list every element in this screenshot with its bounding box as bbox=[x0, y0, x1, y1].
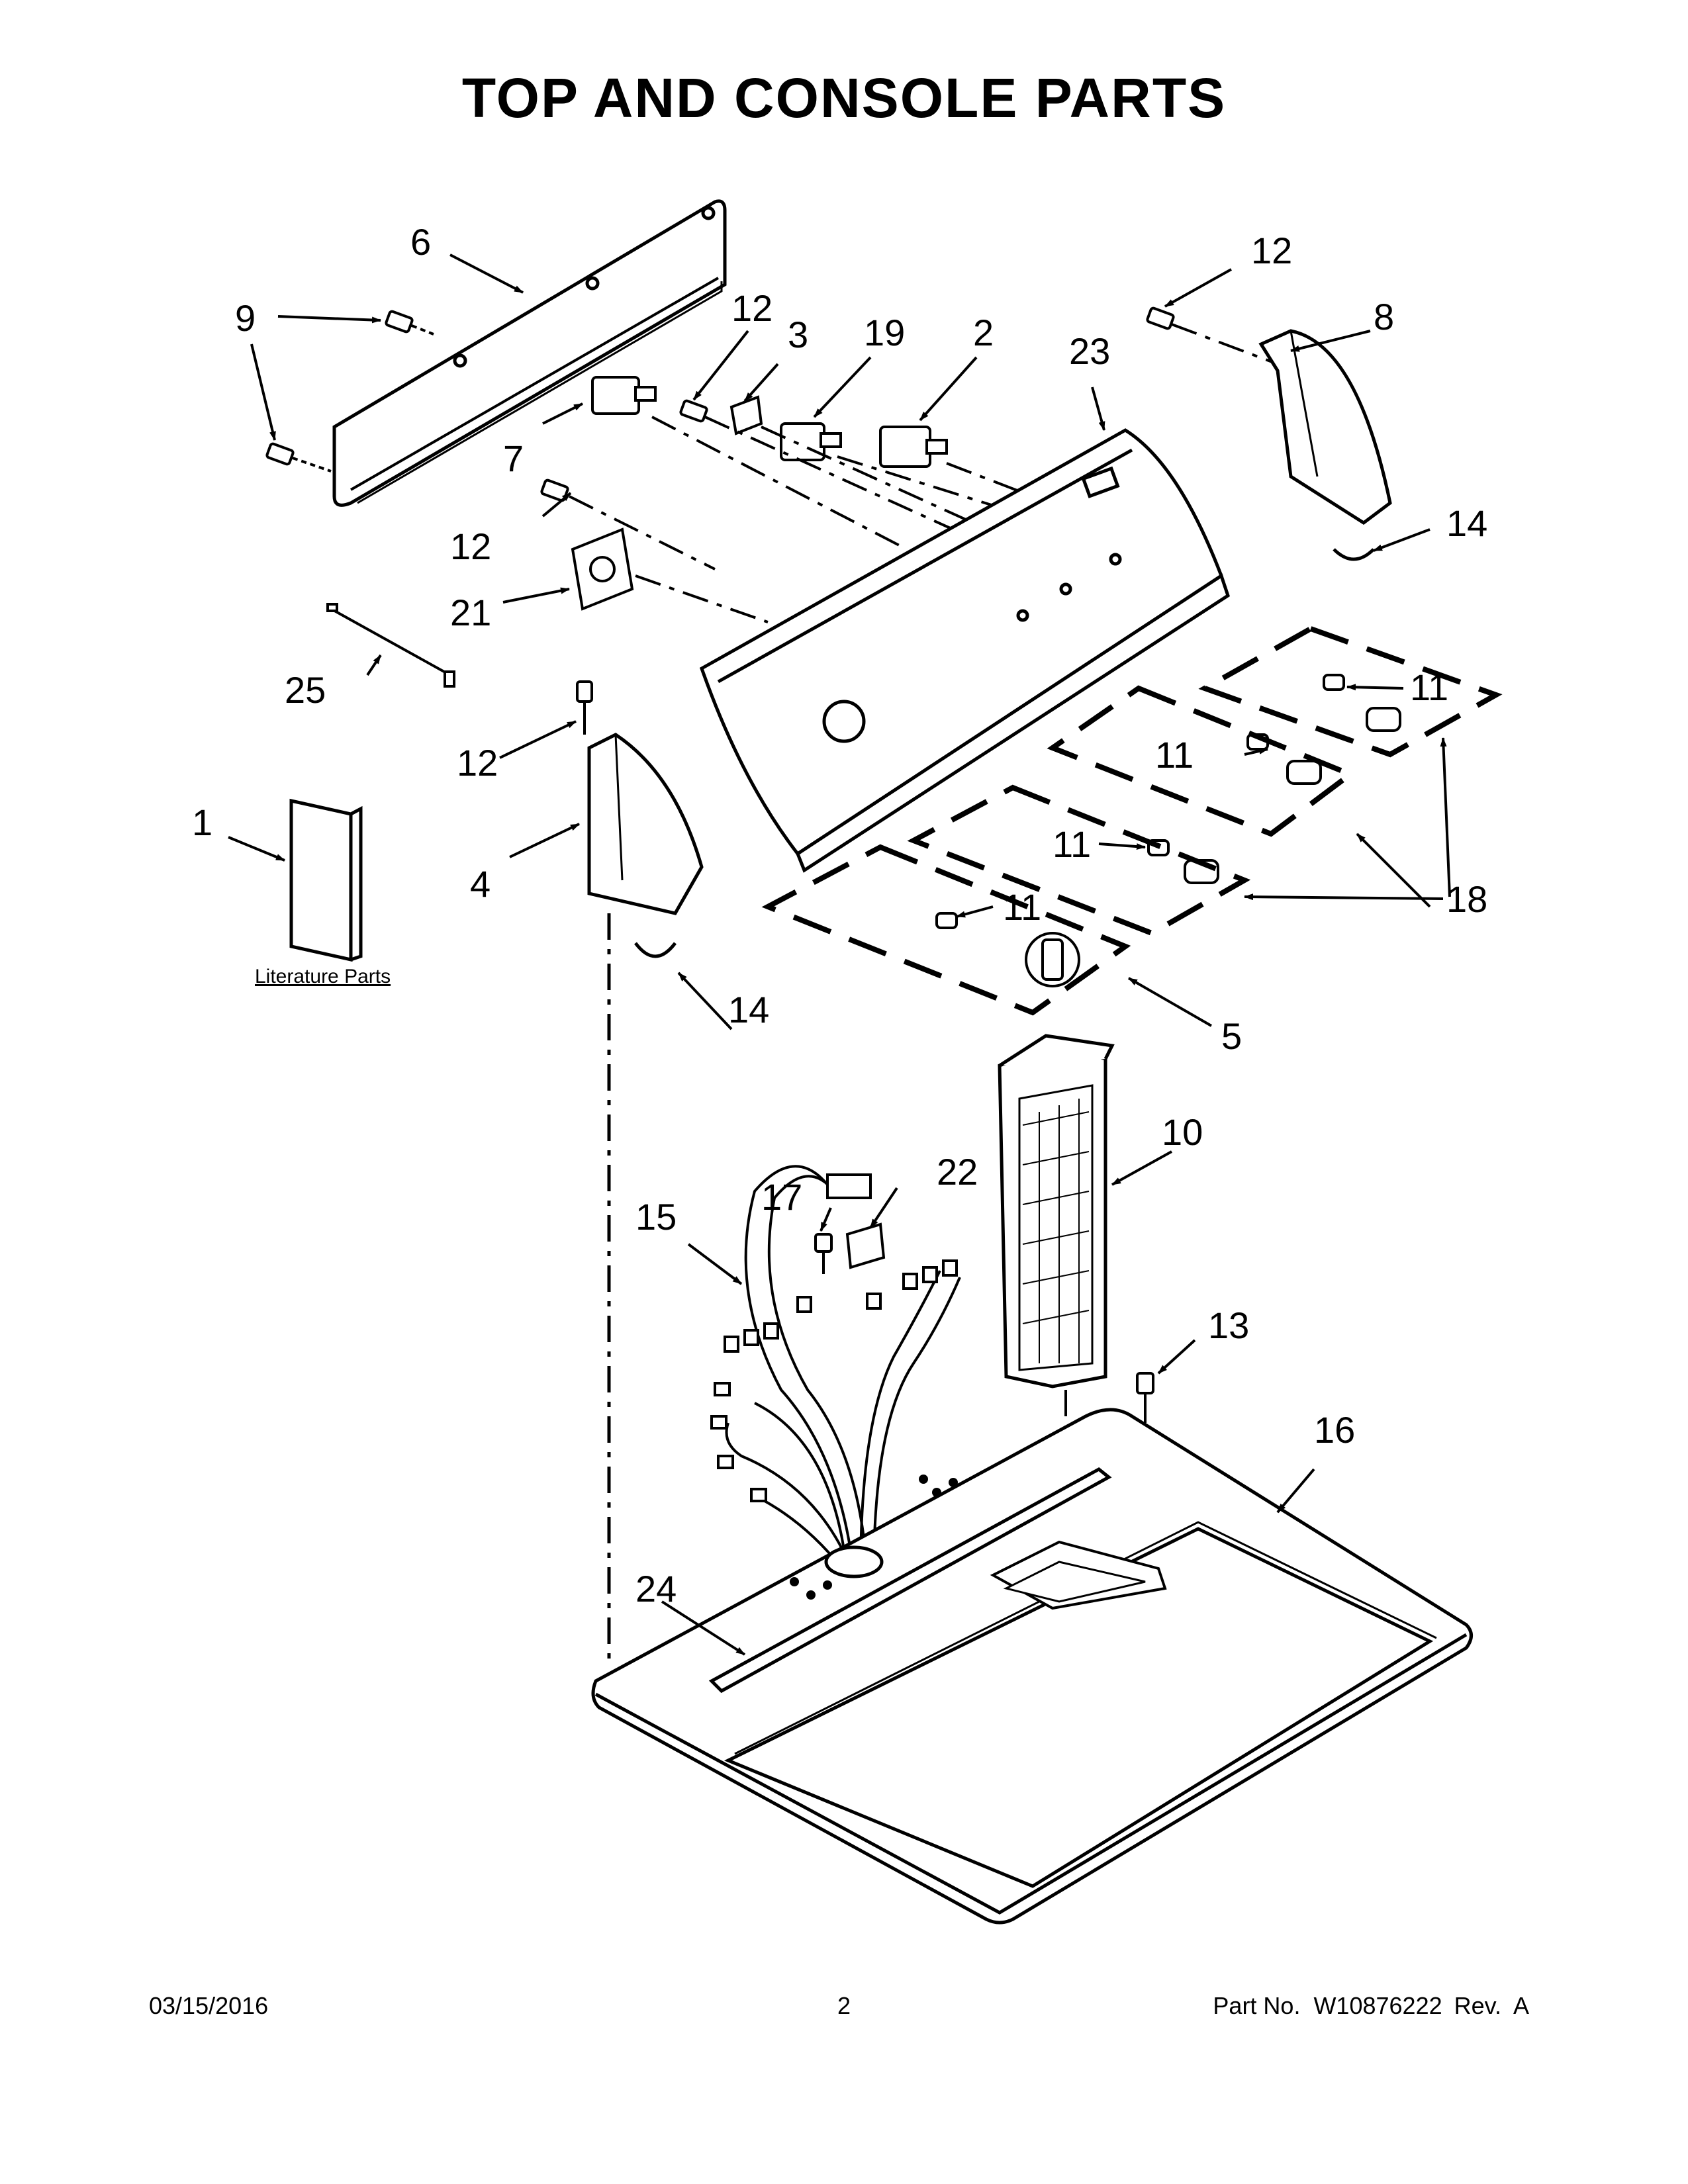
callout-24: 24 bbox=[635, 1568, 677, 1610]
callout-11-c: 11 bbox=[1053, 823, 1091, 865]
callout-11-a: 11 bbox=[1410, 666, 1448, 708]
screw-part-12-d bbox=[576, 680, 593, 735]
callout-10: 10 bbox=[1162, 1111, 1203, 1153]
timer-part-21 bbox=[571, 527, 634, 611]
callout-13: 13 bbox=[1208, 1304, 1249, 1346]
footer-date: 03/15/2016 bbox=[149, 1992, 269, 2019]
top-panel-holes bbox=[790, 1475, 958, 1600]
callout-23: 23 bbox=[1069, 330, 1110, 372]
footer-page-number: 2 bbox=[837, 1992, 851, 2019]
callout-11-b: 11 bbox=[1155, 734, 1194, 776]
screw-part-12-c bbox=[1146, 306, 1175, 330]
callout-2: 2 bbox=[973, 312, 994, 353]
footer-part-number: Part No. W10876222 Rev. A bbox=[1213, 1992, 1529, 2020]
switch-part-19 bbox=[780, 422, 842, 461]
callout-25: 25 bbox=[285, 669, 326, 711]
literature-part-1 bbox=[289, 798, 363, 962]
wire-part-25 bbox=[326, 603, 455, 688]
lint-screen-part-10 bbox=[998, 1034, 1115, 1388]
end-cap-part-8 bbox=[1258, 329, 1392, 525]
callout-1: 1 bbox=[192, 801, 212, 843]
bracket-part-22 bbox=[845, 1222, 886, 1269]
screw-part-17 bbox=[814, 1233, 833, 1274]
strip-part-24 bbox=[708, 1467, 1112, 1694]
callout-18: 18 bbox=[1446, 878, 1487, 920]
callout-19: 19 bbox=[864, 312, 905, 353]
callout-9: 9 bbox=[235, 297, 256, 339]
top-panel-part-16 bbox=[591, 1408, 1473, 1925]
assembly-lines-upper bbox=[569, 323, 1278, 623]
callout-12-top-center: 12 bbox=[731, 287, 773, 329]
switch-part-3 bbox=[729, 395, 763, 435]
clip-part-14-upper bbox=[1333, 548, 1375, 561]
switch-part-7 bbox=[591, 376, 657, 415]
callout-17: 17 bbox=[761, 1176, 802, 1218]
switch-part-2 bbox=[879, 426, 948, 468]
callout-7: 7 bbox=[503, 437, 524, 479]
callout-16: 16 bbox=[1314, 1409, 1355, 1451]
screw-part-12-a bbox=[679, 399, 708, 423]
callout-15: 15 bbox=[635, 1196, 677, 1238]
callout-11-d: 11 bbox=[1003, 886, 1041, 928]
callout-3: 3 bbox=[788, 314, 808, 355]
callout-12-top-right: 12 bbox=[1251, 230, 1292, 271]
callout-12-left: 12 bbox=[450, 525, 491, 567]
callout-22: 22 bbox=[937, 1151, 978, 1193]
callout-4: 4 bbox=[470, 863, 491, 905]
page-title: TOP AND CONSOLE PARTS bbox=[461, 67, 1227, 129]
end-cap-part-4 bbox=[587, 733, 704, 915]
rear-panel-part-6 bbox=[332, 199, 727, 507]
screw-part-13 bbox=[1136, 1372, 1154, 1423]
screw-part-9-upper bbox=[385, 310, 434, 336]
callout-21: 21 bbox=[450, 592, 491, 633]
callout-14-lower: 14 bbox=[728, 989, 769, 1030]
bezel-outlines-part-18-and-5 bbox=[761, 625, 1503, 1016]
callout-labels: 6 9 12 3 19 2 23 12 8 7 12 14 21 25 11 1… bbox=[192, 221, 1487, 1610]
clip-part-14-lower bbox=[634, 942, 677, 958]
literature-parts-label: Literature Parts bbox=[255, 966, 391, 987]
footer-rev: Rev. A bbox=[1454, 1992, 1529, 2019]
wire-harness-part-15 bbox=[710, 1165, 961, 1576]
callout-6: 6 bbox=[410, 221, 431, 263]
callout-arrows bbox=[228, 253, 1451, 1656]
callout-8: 8 bbox=[1374, 296, 1394, 338]
screw-part-9-lower bbox=[265, 442, 332, 473]
footer-part-no: Part No. W10876222 bbox=[1213, 1992, 1442, 2019]
callout-5: 5 bbox=[1221, 1015, 1242, 1057]
console-part-23 bbox=[699, 428, 1230, 873]
callout-14-upper: 14 bbox=[1446, 502, 1487, 544]
callout-12-end-cap: 12 bbox=[457, 742, 498, 784]
knob-assemblies bbox=[935, 674, 1401, 987]
